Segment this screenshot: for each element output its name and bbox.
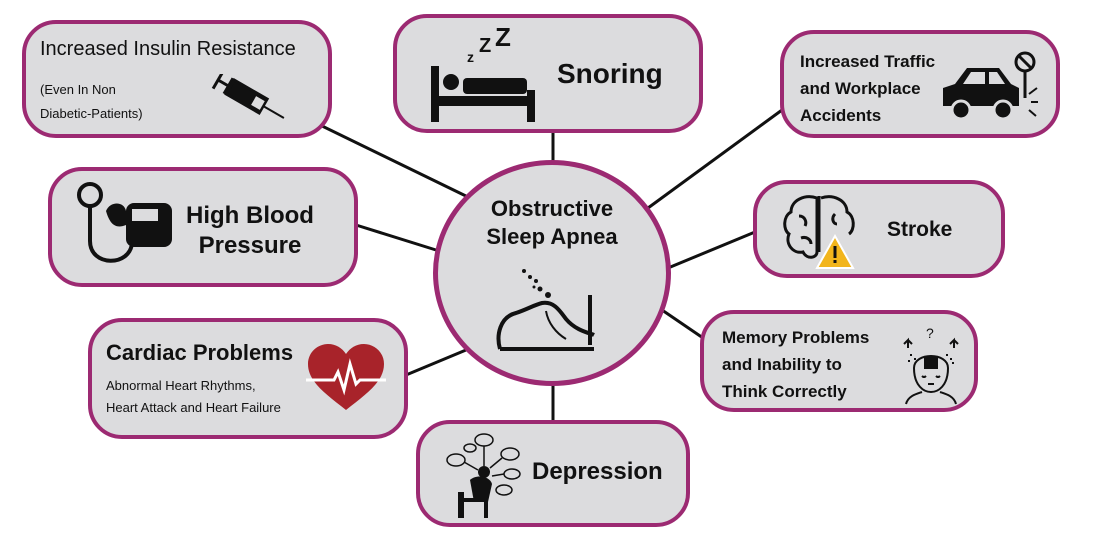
center-title: Obstructive Sleep Apnea (438, 195, 666, 251)
node-title-line: Memory Problems (722, 328, 870, 347)
node-high-blood-pressure: High Blood Pressure (48, 167, 358, 287)
node-title-line: and Inability to (722, 355, 842, 374)
svg-text:Z: Z (495, 26, 511, 52)
node-title: Increased Traffic and Workplace Accident… (800, 48, 935, 129)
connector-stroke (667, 230, 756, 270)
connector-cardiac (405, 348, 467, 377)
center-node-obstructive-sleep-apnea: Obstructive Sleep Apnea (433, 160, 671, 386)
node-depression: Depression (416, 420, 690, 527)
node-title-line: Accidents (800, 106, 882, 125)
svg-text:Z: Z (479, 35, 491, 57)
node-insulin-resistance: Increased Insulin Resistance (Even In No… (22, 20, 332, 138)
heart-pulse-icon (306, 344, 386, 410)
node-title: Increased Insulin Resistance (40, 38, 296, 60)
node-title: Snoring (557, 58, 663, 89)
confused-head-icon: ? (903, 325, 959, 405)
brain-warning-icon (783, 195, 855, 269)
node-title: Depression (532, 458, 663, 485)
blood-pressure-cuff-icon (77, 182, 172, 263)
node-title: Stroke (887, 218, 953, 241)
connector-blood-pressure (355, 223, 437, 252)
connector-traffic (647, 108, 783, 210)
connector-memory (661, 308, 707, 342)
node-stroke: Stroke (753, 180, 1005, 278)
svg-text:?: ? (926, 325, 934, 341)
syringe-icon (211, 74, 285, 119)
car-crash-icon (943, 51, 1038, 121)
node-title: High Blood Pressure (186, 201, 314, 261)
node-cardiac-problems: Cardiac Problems Abnormal Heart Rhythms,… (88, 318, 408, 439)
sleeping-bed-icon: z Z Z (431, 26, 535, 122)
node-note: Abnormal Heart Rhythms, (106, 378, 256, 393)
svg-text:z: z (467, 49, 474, 65)
node-traffic-accidents: Increased Traffic and Workplace Accident… (780, 30, 1060, 138)
node-title: Memory Problems and Inability to Think C… (722, 324, 869, 405)
node-note: Diabetic-Patients) (40, 106, 143, 121)
node-snoring: z Z Z Snoring (393, 14, 703, 133)
node-note: Heart Attack and Heart Failure (106, 400, 281, 415)
node-title-line: Increased Traffic (800, 52, 936, 71)
node-title-line: High Blood (186, 202, 314, 229)
node-title-line: Think Correctly (722, 382, 847, 401)
sleeping-airway-icon (496, 269, 595, 351)
node-title-line: Pressure (198, 232, 302, 259)
center-title-line: Sleep Apnea (486, 224, 618, 249)
connector-insulin (319, 123, 471, 200)
node-note: (Even In Non (40, 82, 116, 97)
node-title-line: and Workplace (800, 79, 921, 98)
center-title-line: Obstructive (490, 196, 614, 221)
node-title: Cardiac Problems (106, 340, 294, 365)
node-memory-problems: Memory Problems and Inability to Think C… (700, 310, 978, 412)
depressed-person-icon (446, 433, 521, 518)
